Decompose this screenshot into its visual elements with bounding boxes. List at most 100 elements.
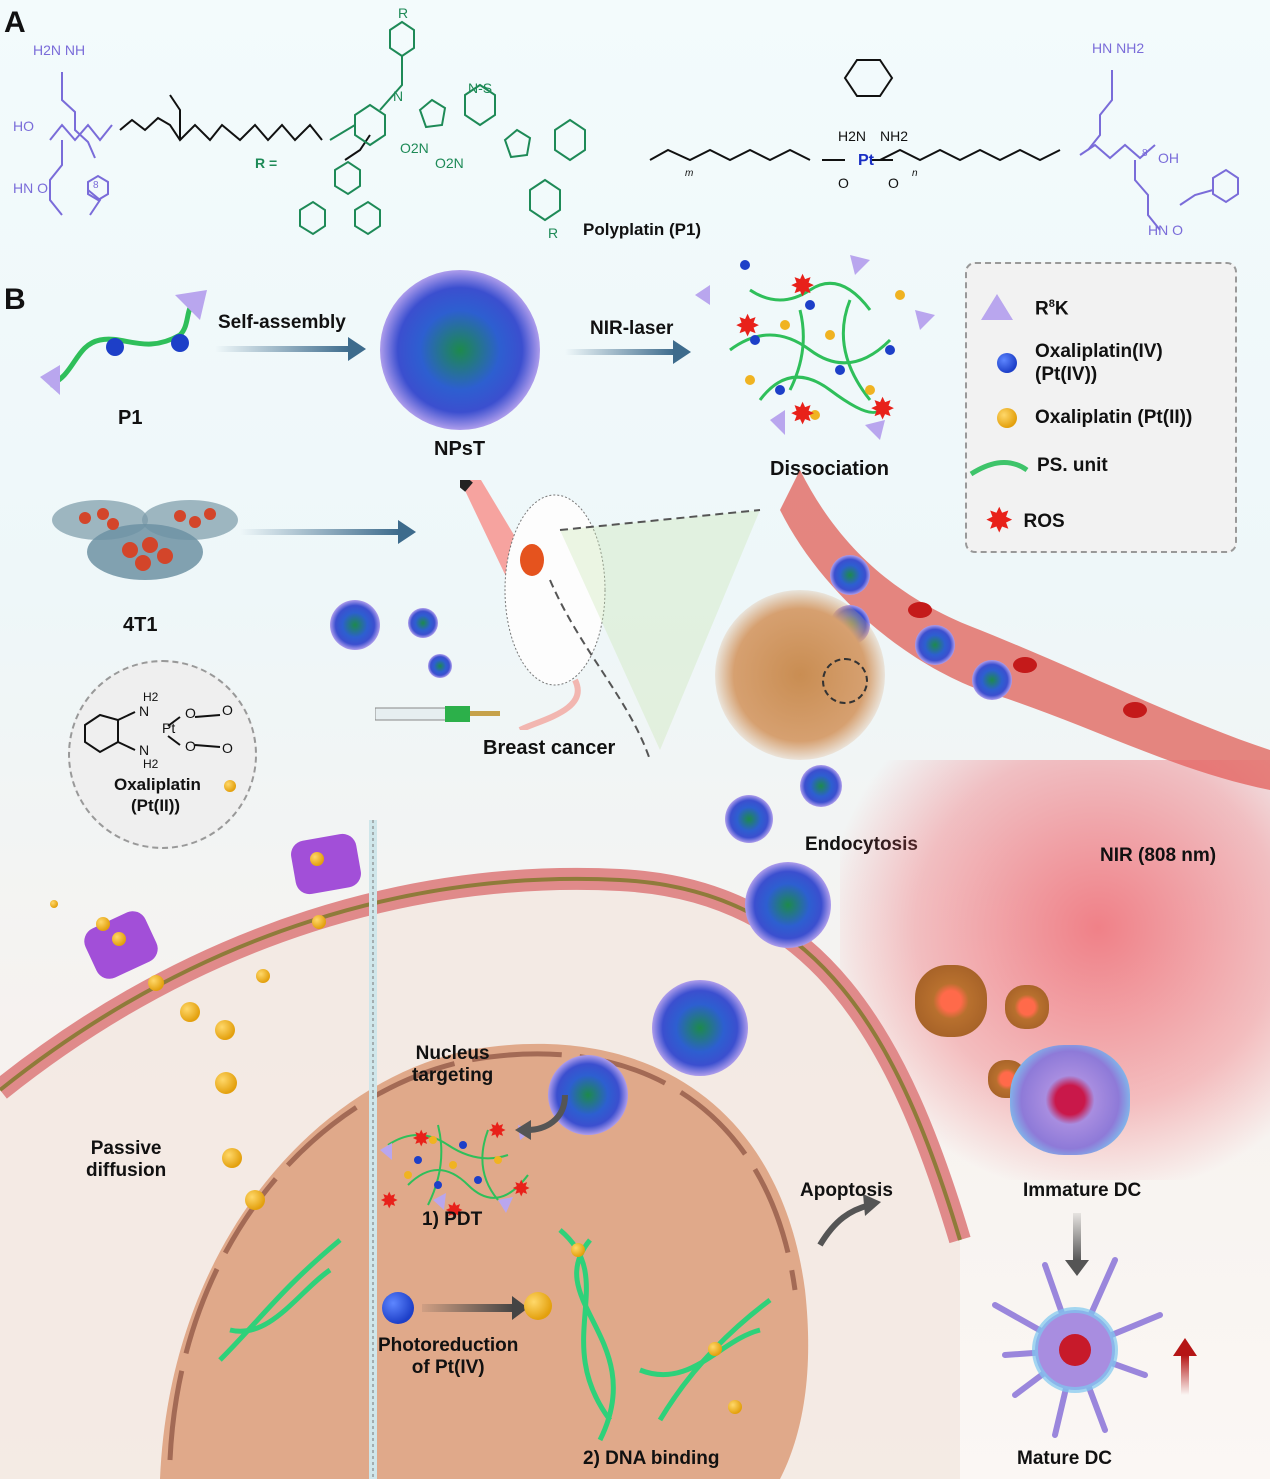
yellow-sphere-icon: [224, 780, 236, 792]
pt2-particle: [222, 1148, 242, 1168]
legend-item-pt2: Oxaliplatin (Pt(II)): [967, 406, 1192, 429]
nanoparticle: [408, 608, 438, 638]
nanoparticle: [830, 555, 870, 595]
nanoparticle: [915, 625, 955, 665]
implant-arrow: [240, 520, 416, 544]
polymer-name: Polyplatin (P1): [583, 220, 702, 239]
npst-nanoparticle: [380, 270, 540, 430]
pt-oxalate-o-2: O: [888, 175, 899, 191]
blue-sphere-icon: [382, 1292, 414, 1324]
yellow-sphere-icon: [997, 407, 1017, 428]
tumor-site: [520, 544, 544, 576]
nanoparticle: [428, 654, 452, 678]
ros-burst-icon: ✸: [488, 1118, 507, 1143]
oxali-pt: Pt: [162, 720, 176, 736]
nanoparticle: [800, 765, 842, 807]
subscript-n: n: [912, 168, 918, 179]
pdt-cluster: [380, 1124, 533, 1213]
panel-b-letter: B: [4, 283, 26, 316]
npst-label: NPsT: [434, 438, 486, 460]
left-r8k-skeleton: [49, 72, 113, 216]
right-r8k-skeleton: [1079, 70, 1239, 231]
mature-dc: [992, 1257, 1163, 1438]
arrow-head: [1065, 1260, 1089, 1276]
right-guanidine-label: HN NH2: [1092, 40, 1145, 56]
panel-a-letter: A: [4, 6, 26, 39]
mouse-body: [504, 494, 606, 686]
oxaliplatin-label: Oxaliplatin: [114, 775, 201, 794]
pt4-bead: [106, 338, 124, 356]
oxaliplatin-ptii-label: (Pt(II)): [131, 796, 181, 815]
nir-laser-label: NIR-laser: [590, 318, 674, 339]
oxali-o-2: O: [185, 738, 196, 754]
curved-arrow-icon: [515, 1094, 568, 1140]
ros-burst-icon: ✸: [790, 270, 816, 303]
legend-label-r8k: R8K: [1035, 298, 1069, 320]
photoreduction-line1: Photoreduction: [378, 1335, 519, 1356]
passive-line2: diffusion: [86, 1160, 167, 1181]
pt2-particle: [96, 917, 110, 931]
immature-dc: [1010, 1045, 1130, 1155]
pdt-label: 1) PDT: [422, 1209, 483, 1230]
ps-unit-skeleton: [299, 20, 586, 236]
pt-metal-label: Pt: [858, 152, 874, 169]
pt2-particle: [180, 1002, 200, 1022]
ps-no2-label-2: O2N: [435, 155, 464, 171]
legend-box: R8K Oxaliplatin(IV)(Pt(IV)) Oxaliplatin …: [965, 262, 1237, 553]
nanoparticle: [330, 600, 380, 650]
pt2-particle: [215, 1072, 237, 1094]
petri-dishes-4t1: [52, 500, 238, 580]
green-strand-icon: [969, 460, 1029, 477]
dna-binding-label: 2) DNA binding: [583, 1448, 720, 1469]
photoreduction-arrow: [422, 1304, 514, 1312]
ros-burst-icon: ✸: [735, 310, 761, 343]
pt2-particle: [50, 900, 58, 908]
ros-burst-icon: ✸: [790, 398, 816, 431]
yellow-sphere-icon: [524, 1292, 552, 1320]
oxali-h2-top: H2: [143, 690, 159, 704]
pt2-particle: [148, 975, 164, 991]
pt2-bound: [571, 1243, 585, 1257]
oxaliplatin-inset: [68, 660, 257, 849]
pt2-particle: [310, 852, 324, 866]
pt2-particle: [215, 1020, 235, 1040]
legend-label-ros: ROS: [1023, 510, 1065, 532]
linker-skeleton: [119, 94, 371, 161]
mouse-graphic: [460, 480, 606, 730]
oxali-n-top: N: [139, 703, 150, 719]
dying-tumor-cell: [915, 965, 987, 1037]
nanoparticle: [972, 660, 1012, 700]
ps-thiadiazole-label: N-S: [468, 80, 493, 96]
triangle-icon: [981, 294, 1013, 320]
nanoparticle: [548, 1055, 628, 1135]
self-assembly-arrow: [215, 337, 366, 361]
blood-vessel: [780, 470, 1270, 790]
laser-probe: [460, 480, 473, 492]
r-group-label: R =: [255, 155, 278, 171]
left-acid-label: HO: [13, 118, 34, 134]
zoom-wedge: [549, 509, 761, 761]
pt2-bound: [708, 1342, 722, 1356]
nucleus-line1: Nucleus: [415, 1043, 490, 1064]
r8k-triangle: [175, 290, 207, 320]
p1-monomer-graphic: [40, 290, 207, 395]
right-carbamate-label: HN O: [1148, 222, 1183, 238]
ps-r-top-label: R: [398, 5, 409, 21]
blue-sphere-icon: [997, 353, 1017, 373]
upregulation-arrow: [1181, 1355, 1189, 1395]
nucleus-line2: targeting: [412, 1065, 494, 1086]
legend-label-ps: PS. unit: [1037, 454, 1108, 476]
pt-amine-left: H2N: [838, 128, 867, 144]
ros-burst-icon: ✸: [870, 393, 896, 426]
mature-dc-label: Mature DC: [1017, 1448, 1113, 1469]
passive-line1: Passive: [90, 1138, 162, 1159]
oxali-o-3: O: [222, 702, 233, 718]
pt4-bead: [171, 334, 189, 352]
right-acid-label: OH: [1158, 150, 1179, 166]
pt2-particle: [256, 969, 270, 983]
apoptosis-arrow-icon: [817, 1194, 881, 1247]
nir-808-label: NIR (808 nm): [1100, 845, 1217, 866]
subscript-m: m: [685, 168, 694, 179]
